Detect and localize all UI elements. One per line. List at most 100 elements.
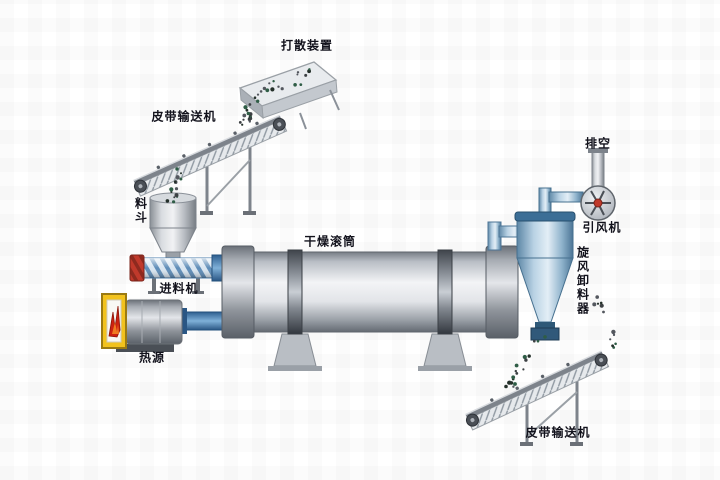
material-dot xyxy=(599,301,603,305)
material-dot xyxy=(533,339,536,343)
riding-ring-left xyxy=(287,249,303,335)
material-dot xyxy=(536,339,540,343)
drum-shell xyxy=(251,251,489,333)
fan-hub xyxy=(593,198,603,208)
hopper-icon xyxy=(149,192,197,261)
material-dot xyxy=(514,369,517,373)
material-dot xyxy=(238,121,242,124)
material-dot xyxy=(511,375,516,380)
material-dot xyxy=(599,303,604,308)
material-dot xyxy=(169,187,174,192)
material-dot xyxy=(248,120,251,123)
material-dot xyxy=(611,344,614,348)
label-induced-draft-fan: 引风机 xyxy=(582,220,622,235)
material-dot xyxy=(296,73,299,76)
drum-outlet-end xyxy=(485,245,519,339)
label-rotary-drum: 干燥滚筒 xyxy=(303,234,357,249)
fan-icon xyxy=(580,148,616,221)
material-dot xyxy=(527,354,531,358)
scattering-device-icon xyxy=(238,61,340,130)
label-belt-conveyor-lower: 皮带输送机 xyxy=(525,425,591,440)
material-dot xyxy=(245,108,249,112)
material-dot xyxy=(265,88,270,93)
material-dot xyxy=(173,196,176,199)
material-dot xyxy=(175,175,180,180)
material-streams xyxy=(165,68,617,389)
material-dot xyxy=(602,310,605,314)
material-dot xyxy=(280,87,284,91)
material-dot xyxy=(174,180,177,183)
material-dot xyxy=(507,380,511,385)
material-dot xyxy=(543,335,547,339)
cyclone-barrel xyxy=(516,217,574,259)
screw-feeder-icon xyxy=(129,254,229,294)
drum-support-right xyxy=(423,333,467,367)
material-dot xyxy=(308,68,311,71)
material-dot xyxy=(522,354,527,360)
cyclone-icon xyxy=(487,187,584,341)
material-dot xyxy=(259,90,263,93)
material-dot xyxy=(504,384,508,389)
drum-inlet-end xyxy=(221,245,255,339)
material-dot xyxy=(512,385,515,388)
exhaust-stack-icon xyxy=(591,151,605,189)
material-dot xyxy=(256,99,260,103)
hot-air-pipe xyxy=(181,311,229,331)
material-dot xyxy=(299,83,303,86)
label-feeder: 进料机 xyxy=(159,281,199,296)
material-dot xyxy=(524,358,528,362)
material-dot xyxy=(596,302,600,305)
material-dot xyxy=(256,93,260,96)
material-dot xyxy=(175,167,179,171)
label-exhaust: 排空 xyxy=(584,136,612,151)
feeder-end-cap xyxy=(129,254,145,282)
material-dot xyxy=(592,302,597,307)
material-dot xyxy=(268,82,271,85)
material-dot xyxy=(272,80,275,83)
material-dot xyxy=(515,372,519,375)
material-dot xyxy=(242,113,247,118)
label-heat-source: 热源 xyxy=(138,350,166,365)
material-dot xyxy=(614,342,617,346)
material-dot xyxy=(241,123,244,126)
material-dot xyxy=(179,177,183,181)
material-dot xyxy=(611,329,616,335)
rotary-drum-icon xyxy=(221,245,519,371)
material-dot xyxy=(609,338,612,341)
material-dot xyxy=(262,86,267,91)
fan-inlet-duct xyxy=(548,191,584,203)
material-dot xyxy=(246,111,250,116)
rotary-discharge-valve xyxy=(530,327,560,341)
cyclone-lid xyxy=(514,211,576,222)
material-dot xyxy=(248,103,252,106)
label-hopper: 料斗 xyxy=(133,197,148,225)
material-dot xyxy=(253,96,257,99)
material-dot xyxy=(242,118,245,121)
material-dot xyxy=(174,193,179,198)
label-cyclone-discharger: 旋风卸料器 xyxy=(575,246,590,316)
cyclone-cone xyxy=(516,257,574,323)
material-dot xyxy=(513,382,517,386)
material-dot xyxy=(172,200,176,204)
material-dot xyxy=(296,71,300,74)
material-dot xyxy=(514,363,519,368)
material-dot xyxy=(595,295,599,299)
material-dot xyxy=(165,199,170,203)
material-dot xyxy=(277,85,280,88)
material-dot xyxy=(243,105,248,110)
riding-ring-right xyxy=(437,249,453,335)
drum-support-left xyxy=(273,333,317,367)
heat-source-icon xyxy=(101,293,229,352)
material-dot xyxy=(180,172,182,175)
material-dot xyxy=(293,83,297,87)
material-dot xyxy=(174,187,179,191)
material-dot xyxy=(249,117,253,120)
material-dot xyxy=(270,87,275,92)
belt-conveyor-upper-icon xyxy=(133,114,288,215)
belt-conveyor-lower-icon xyxy=(465,350,610,446)
material-dot xyxy=(522,368,525,371)
material-dot xyxy=(304,73,308,77)
burner-flame-icon xyxy=(108,305,121,338)
